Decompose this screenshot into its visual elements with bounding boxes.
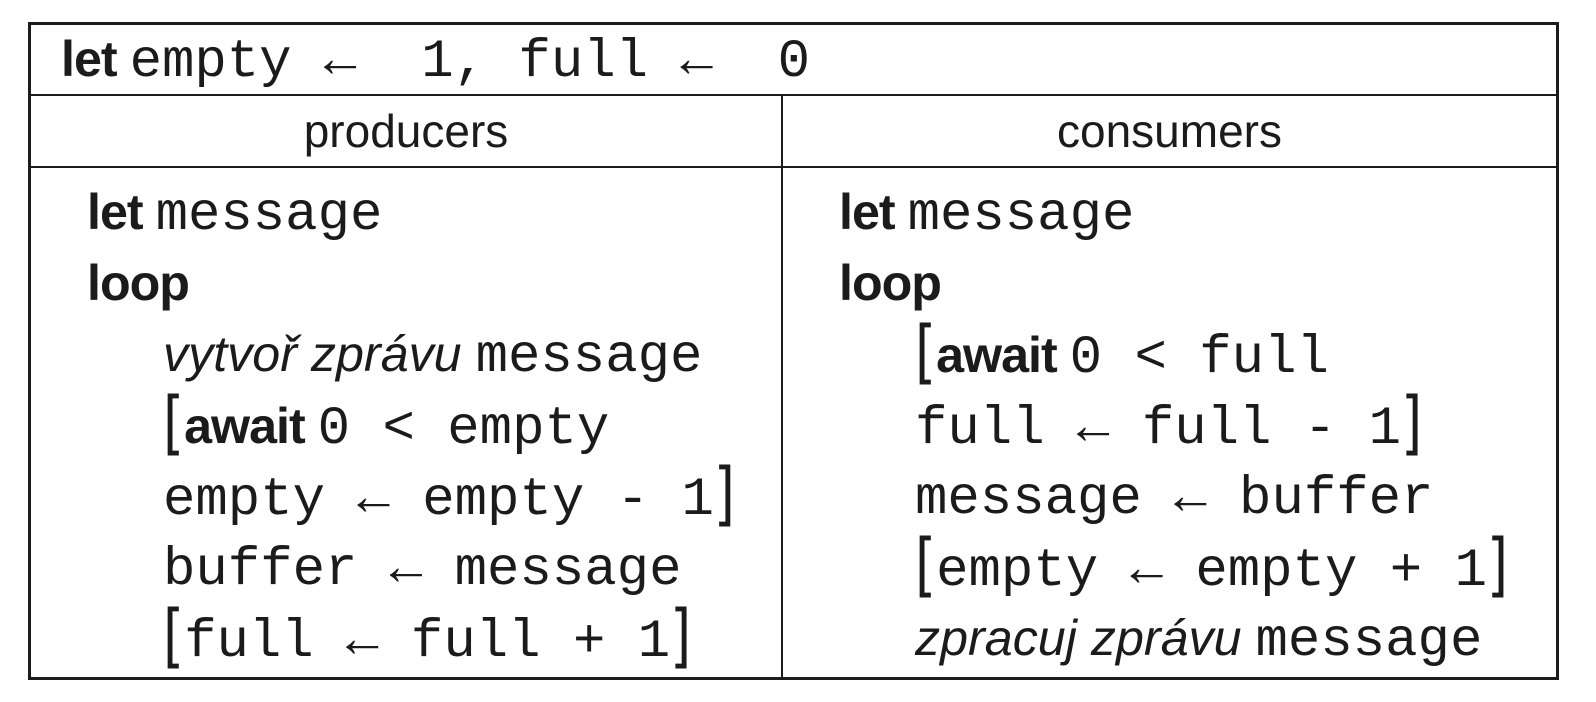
segment-kw: await — [184, 398, 318, 454]
code-line: [await 0 < empty — [87, 383, 781, 464]
segment-br: ] — [713, 453, 735, 535]
segment-kw: let — [61, 30, 130, 87]
segment-kw: loop — [87, 255, 190, 311]
global-declaration-row: let empty ← 1, full ← 0 — [31, 25, 1556, 96]
segment-kw: let — [87, 184, 156, 240]
code-line: let message — [87, 176, 781, 247]
code-line: let message — [839, 176, 1556, 247]
segment-em: zpracuj zprávu — [915, 610, 1256, 666]
code-line: full ← full - 1] — [839, 383, 1556, 464]
segment-code: message — [475, 327, 703, 388]
segment-code: buffer ← message — [163, 540, 682, 601]
segment-code: message — [155, 185, 383, 246]
consumers-header-cell: consumers — [783, 96, 1556, 168]
segment-code: message — [1255, 611, 1483, 672]
producer-consumer-table: let empty ← 1, full ← 0 producers consum… — [28, 22, 1559, 680]
segment-code: 0 < full — [1069, 328, 1329, 389]
segment-code: empty ← 1, full ← 0 — [129, 31, 811, 93]
segment-kw: await — [936, 327, 1070, 383]
segment-br: ] — [1401, 382, 1423, 464]
segment-code: message — [907, 185, 1135, 246]
segment-code: 0 < empty — [317, 399, 610, 460]
code-line: [full ← full + 1] — [87, 596, 781, 677]
segment-kw: loop — [839, 255, 942, 311]
code-line: buffer ← message — [87, 531, 781, 602]
code-line: let empty ← 1, full ← 0 — [61, 27, 810, 93]
producers-header-cell: producers — [31, 96, 783, 168]
segment-code: empty ← empty - 1 — [163, 470, 714, 531]
code-line: vytvoř zprávu message — [87, 318, 781, 389]
segment-br: ] — [670, 595, 692, 677]
code-line: zpracuj zprávu message — [839, 602, 1556, 673]
segment-code: full ← full + 1 — [184, 612, 671, 673]
code-line: [await 0 < full — [839, 312, 1556, 393]
segment-br: [ — [915, 524, 937, 606]
code-line: empty ← empty - 1] — [87, 454, 781, 535]
code-line: loop — [87, 247, 781, 318]
segment-em: vytvoř zprávu — [163, 326, 476, 382]
producers-header-label: producers — [303, 105, 509, 157]
segment-br: [ — [915, 311, 937, 393]
segment-code: full ← full - 1 — [915, 399, 1402, 460]
segment-code: empty ← empty + 1 — [936, 541, 1487, 602]
code-line: loop — [839, 247, 1556, 318]
segment-code: message ← buffer — [915, 469, 1434, 530]
segment-br: [ — [163, 595, 185, 677]
segment-kw: let — [839, 184, 908, 240]
consumers-header-label: consumers — [1057, 105, 1282, 157]
code-line: [empty ← empty + 1] — [839, 525, 1556, 606]
segment-br: [ — [163, 382, 185, 464]
code-line: message ← buffer — [839, 460, 1556, 531]
segment-br: ] — [1486, 524, 1509, 606]
